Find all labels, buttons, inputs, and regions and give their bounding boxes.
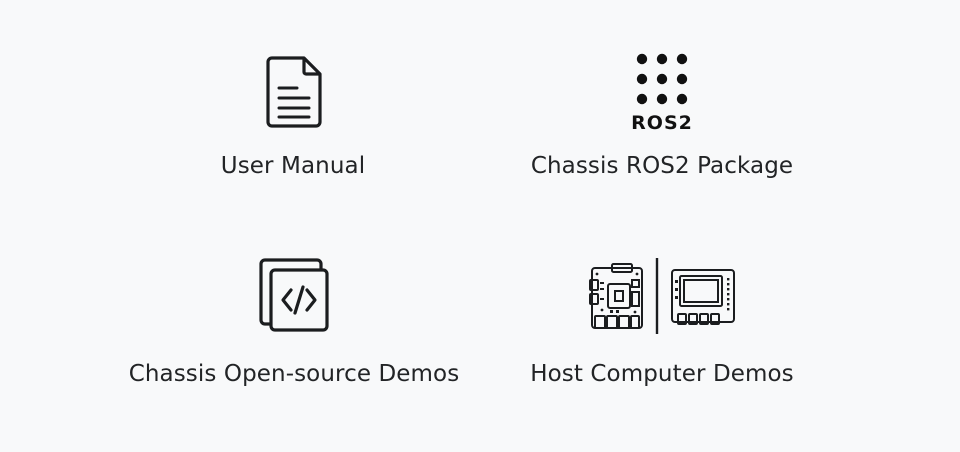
code-files-icon	[259, 258, 329, 332]
user-manual-label: User Manual	[220, 153, 366, 179]
host-computer-demos-label: Host Computer Demos	[530, 361, 794, 387]
ros2-logo-text: ROS2	[631, 112, 693, 134]
document-icon	[266, 56, 322, 128]
user-manual-tile[interactable]: User Manual	[180, 40, 406, 190]
ros2-logo-icon: ROS2	[631, 53, 693, 134]
board-and-screen-icon	[589, 258, 735, 334]
chassis-ros2-package-label: Chassis ROS2 Package	[530, 153, 794, 179]
host-computer-demos-tile[interactable]: Host Computer Demos	[500, 248, 824, 398]
chassis-open-source-demos-tile[interactable]: Chassis Open-source Demos	[112, 248, 476, 398]
chassis-ros2-package-tile[interactable]: ROS2 Chassis ROS2 Package	[500, 40, 824, 190]
chassis-open-source-demos-label: Chassis Open-source Demos	[128, 361, 460, 387]
